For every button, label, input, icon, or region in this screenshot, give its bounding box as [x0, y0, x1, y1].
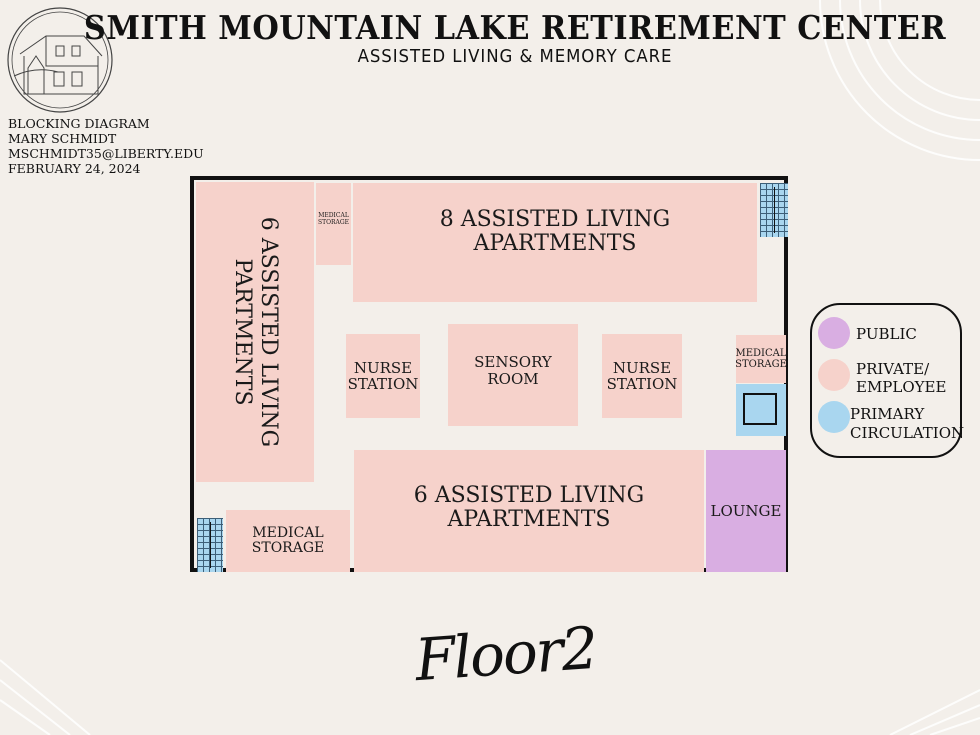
- room-sensory: SENSORY ROOM: [448, 324, 578, 426]
- room-top-apartments-label-1: 8 ASSISTED LIVING: [439, 207, 671, 232]
- room-top-storage-label-1: MEDICAL: [318, 212, 349, 219]
- legend-private-label-1: PRIVATE/: [856, 360, 930, 378]
- house-logo: [7, 7, 113, 113]
- right-storage-label-1: MEDICAL: [735, 348, 787, 359]
- stair-top-right: [760, 183, 788, 237]
- bottom-storage-label-2: STORAGE: [251, 540, 325, 556]
- meta-author: MARY SCHMIDT: [8, 131, 117, 146]
- meta-date: FEBRUARY 24, 2024: [8, 161, 141, 176]
- room-bottom-apartments-label-2: APARTMENTS: [447, 507, 611, 532]
- room-bottom-medical-storage: MEDICAL STORAGE: [226, 510, 350, 572]
- floor-label: Floor2: [412, 613, 599, 695]
- legend-circulation-label-2: CIRCULATION: [850, 424, 965, 442]
- right-storage-label-2: STORAGE: [735, 359, 787, 370]
- room-bottom-apartments-label-1: 6 ASSISTED LIVING: [413, 483, 645, 508]
- nurse-left-label-1: NURSE: [353, 358, 413, 377]
- page-title: SMITH MOUNTAIN LAKE RETIREMENT CENTER: [83, 8, 947, 47]
- legend-circulation-swatch: [818, 401, 850, 433]
- floor-plan: 6 ASSISTED LIVING PARTMENTS MEDICAL STOR…: [190, 176, 788, 572]
- room-left-apartments-label-1: 6 ASSISTED LIVING: [256, 216, 281, 448]
- meta-document-type: BLOCKING DIAGRAM: [8, 116, 150, 131]
- nurse-left-label-2: STATION: [347, 375, 419, 393]
- stair-bottom-left: [197, 518, 223, 572]
- room-left-apartments-label-2: PARTMENTS: [230, 258, 255, 406]
- page-subtitle: ASSISTED LIVING & MEMORY CARE: [357, 46, 673, 67]
- legend-private-label-2: EMPLOYEE: [856, 378, 947, 396]
- legend-public-label: PUBLIC: [856, 325, 917, 343]
- room-bottom-apartments: 6 ASSISTED LIVING APARTMENTS: [354, 450, 704, 572]
- room-nurse-station-left: NURSE STATION: [346, 334, 420, 418]
- room-right-medical-storage: MEDICAL STORAGE: [735, 335, 787, 383]
- legend-circulation-label-1: PRIMARY: [850, 405, 925, 423]
- room-nurse-station-right: NURSE STATION: [602, 334, 682, 418]
- nurse-right-label-2: STATION: [606, 375, 678, 393]
- room-top-medical-storage: MEDICAL STORAGE: [316, 183, 351, 265]
- elevator-area: [736, 384, 786, 436]
- legend-private-swatch: [818, 359, 850, 391]
- room-top-apartments-label-2: APARTMENTS: [473, 231, 637, 256]
- room-left-apartments: 6 ASSISTED LIVING PARTMENTS: [196, 182, 314, 482]
- room-top-storage-label-2: STORAGE: [317, 218, 350, 226]
- room-lounge: LOUNGE: [706, 450, 786, 572]
- legend: PUBLIC PRIVATE/ EMPLOYEE PRIMARY CIRCULA…: [810, 303, 965, 458]
- sensory-label-1: SENSORY: [474, 353, 552, 371]
- room-top-apartments: 8 ASSISTED LIVING APARTMENTS: [353, 183, 757, 302]
- sensory-label-2: ROOM: [487, 369, 539, 388]
- bottom-storage-label-1: MEDICAL: [252, 524, 324, 541]
- legend-public-swatch: [818, 317, 850, 349]
- elevator-icon: [743, 393, 777, 425]
- nurse-right-label-1: NURSE: [612, 358, 672, 377]
- meta-email: MSCHMIDT35@LIBERTY.EDU: [8, 146, 204, 161]
